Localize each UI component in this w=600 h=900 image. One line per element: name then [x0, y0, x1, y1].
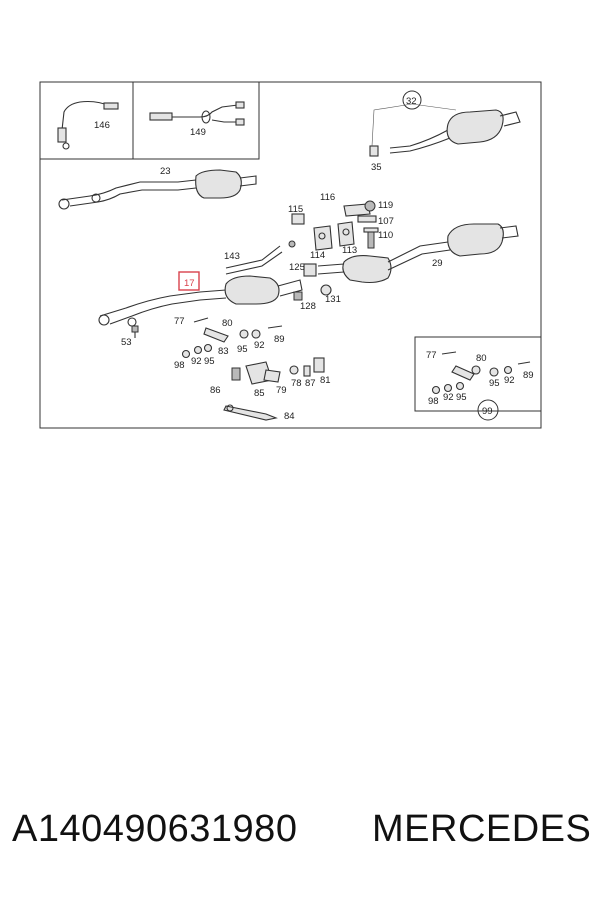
clamp-parts-group: [293, 263, 332, 301]
label-35: 35: [371, 162, 382, 173]
inset-box-149: [132, 81, 260, 160]
label-146: 146: [94, 120, 110, 131]
label-92-inset: 92: [504, 375, 515, 386]
label-125: 125: [289, 262, 305, 273]
callout-circle-32: [402, 90, 422, 110]
oxygen-sensor-146-part: [57, 100, 119, 150]
label-99: 99: [482, 406, 493, 417]
label-131: 131: [325, 294, 341, 305]
label-143: 143: [224, 251, 240, 262]
label-77-main: 77: [174, 316, 185, 327]
highlight-box-17: [178, 271, 200, 291]
bracket-hardware-cluster: [181, 317, 325, 421]
bolt-53-part: [131, 325, 139, 338]
label-86: 86: [210, 385, 221, 396]
label-53: 53: [121, 337, 132, 348]
label-92-inset-second: 92: [443, 392, 454, 403]
label-77-inset: 77: [426, 350, 437, 361]
catalytic-converter-17-part: [98, 275, 303, 327]
label-95-inset: 95: [489, 378, 500, 389]
label-81: 81: [320, 375, 331, 386]
label-89-main: 89: [274, 334, 285, 345]
exhaust-system-diagram: 146 149 32 35 23 116: [0, 0, 600, 440]
label-128: 128: [300, 301, 316, 312]
label-17: 17: [184, 278, 195, 289]
label-119: 119: [378, 200, 393, 211]
label-149: 149: [190, 127, 206, 138]
label-87: 87: [305, 378, 316, 389]
label-95-main: 95: [237, 344, 248, 355]
rear-muffler-32-part: [369, 103, 521, 157]
part-number: A140490631980: [12, 808, 298, 850]
inset-box-146: [39, 81, 134, 160]
intermediate-muffler-29-part: [317, 223, 519, 284]
label-95-inset-second: 95: [456, 392, 467, 403]
label-107: 107: [378, 216, 394, 227]
rubber-mounts-group: [313, 221, 355, 251]
callout-circle-99: [477, 399, 499, 421]
label-116: 116: [320, 192, 335, 203]
label-114: 114: [310, 250, 325, 261]
label-84: 84: [284, 411, 295, 422]
label-98-inset: 98: [428, 396, 439, 407]
label-83: 83: [218, 346, 229, 357]
oxygen-sensor-149-part: [149, 101, 245, 126]
brand-name: MERCEDES: [372, 808, 592, 850]
label-79: 79: [276, 385, 287, 396]
label-29: 29: [432, 258, 443, 269]
label-78: 78: [291, 378, 302, 389]
label-110: 110: [378, 230, 393, 241]
hanger-parts-group: [291, 200, 379, 249]
diagram-frame: [39, 81, 542, 429]
label-32: 32: [406, 96, 417, 107]
pipe-143-part: [225, 240, 296, 275]
label-23: 23: [160, 166, 171, 177]
label-85: 85: [254, 388, 265, 399]
label-89-inset: 89: [523, 370, 534, 381]
label-115: 115: [288, 204, 303, 215]
inset-99-hardware: [431, 351, 531, 395]
label-80-main: 80: [222, 318, 233, 329]
front-pipe-23-part: [58, 169, 257, 210]
label-92-second: 92: [191, 356, 202, 367]
label-95-second: 95: [204, 356, 215, 367]
label-80-inset: 80: [476, 353, 487, 364]
label-113: 113: [342, 245, 357, 256]
label-92-main: 92: [254, 340, 265, 351]
footer: A140490631980 MERCEDES: [0, 800, 600, 870]
label-98-main: 98: [174, 360, 185, 371]
